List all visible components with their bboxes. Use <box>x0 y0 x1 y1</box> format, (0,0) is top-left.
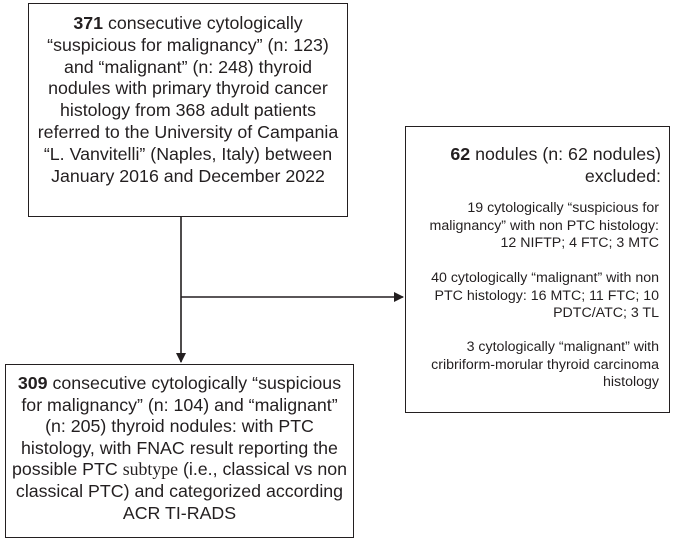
included-count: 309 <box>17 373 48 393</box>
excluded-item-suspicious: 19 cytologically “suspicious for maligna… <box>429 200 659 252</box>
initial-cohort-box: 371 consecutive cytologically “suspiciou… <box>28 3 348 217</box>
included-description-b: (i.e., classical vs non classical PTC) a… <box>15 459 347 523</box>
included-description-a: consecutive cytologically “suspicious fo… <box>12 373 342 480</box>
excluded-heading: 62 nodules (n: 62 nodules) excluded: <box>410 144 661 187</box>
initial-cohort-count: 371 <box>73 13 104 33</box>
excluded-item-cribriform: 3 cytologically “malignant” with cribrif… <box>431 339 659 391</box>
initial-cohort-description: consecutive cytologically “suspicious fo… <box>37 13 339 186</box>
included-description-subtype: subtype <box>122 459 179 480</box>
excluded-item-malignant: 40 cytologically “malignant” with non PT… <box>431 270 659 322</box>
included-box: 309 consecutive cytologically “suspiciou… <box>5 364 354 538</box>
excluded-count: 62 <box>450 144 471 164</box>
included-text: 309 consecutive cytologically “suspiciou… <box>10 373 349 524</box>
initial-cohort-text: 371 consecutive cytologically “suspiciou… <box>35 13 341 187</box>
excluded-box: 62 nodules (n: 62 nodules) excluded: 19 … <box>405 126 670 413</box>
excluded-heading-text: nodules (n: 62 nodules) excluded: <box>470 144 661 186</box>
